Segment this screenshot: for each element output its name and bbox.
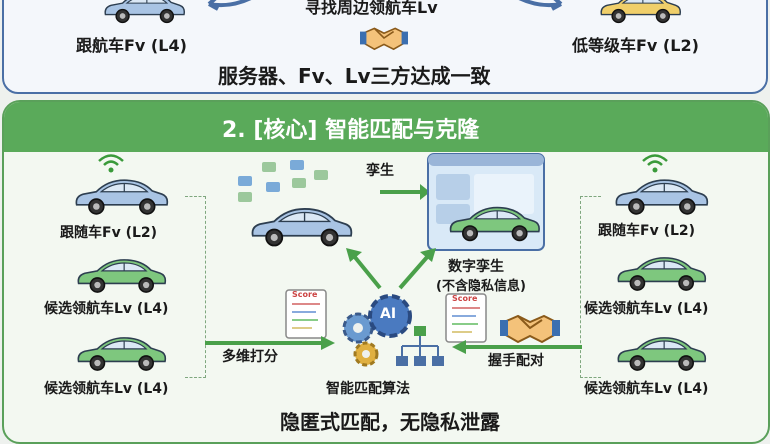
car-icon [615,179,709,215]
car-icon [617,336,707,371]
tree-network-icon [396,326,444,366]
scorecard-icon [445,293,487,343]
wifi-icon [97,154,125,174]
no-privacy-note: (不含隐私信息) [436,279,526,294]
scorecard-title: Score [292,290,318,299]
left-car-label-1: 跟随车Fv (L2) [60,225,158,241]
arrow-icon [518,0,563,11]
arrow-icon [205,336,335,350]
scorecard-icon [285,289,327,339]
arrow-icon [452,340,582,354]
scoring-label: 多维打分 [222,349,278,365]
right-car-label-1: 跟随车Fv (L2) [598,223,696,239]
twin-label: 孪生 [366,163,394,179]
handshake-label: 握手配对 [488,353,544,369]
agreement-text: 服务器、Fv、Lv三方达成一致 [218,64,491,88]
section2-header [4,102,768,152]
car-icon [251,208,353,247]
left-bracket [185,196,206,378]
low-level-label: 低等级车Fv (L2) [572,36,699,55]
left-car-label-3: 候选领航车Lv (L4) [44,381,169,397]
wifi-icon [641,154,669,174]
scorecard-title: Score [452,294,478,303]
algorithm-label: 智能匹配算法 [326,381,410,397]
arrow-icon [346,248,436,290]
right-car-label-3: 候选领航车Lv (L4) [584,381,709,397]
car-icon [77,336,167,371]
car-icon [617,256,707,291]
car-icon [600,0,682,24]
ai-chip-icon: AI [380,306,397,322]
arrow-icon [207,0,252,11]
car-icon [449,206,540,242]
gear-icon [342,294,412,367]
data-cloud-icon [238,160,328,202]
bottom-text: 隐匿式匹配，无隐私泄露 [280,410,500,434]
right-car-label-2: 候选领航车Lv (L4) [584,301,709,317]
car-icon [77,258,167,293]
left-car-label-2: 候选领航车Lv (L4) [44,301,169,317]
section2-title: 2. [核心] 智能匹配与克隆 [222,118,480,143]
digital-twin-label: 数字孪生 [448,259,504,275]
right-bracket [580,196,601,378]
car-icon [75,179,169,215]
handshake-icon [360,27,408,51]
follower-label: 跟航车Fv (L4) [76,36,187,55]
arrow-icon [380,184,430,200]
car-icon [104,0,186,24]
search-leader-text: 寻找周边领航车Lv [305,0,438,17]
